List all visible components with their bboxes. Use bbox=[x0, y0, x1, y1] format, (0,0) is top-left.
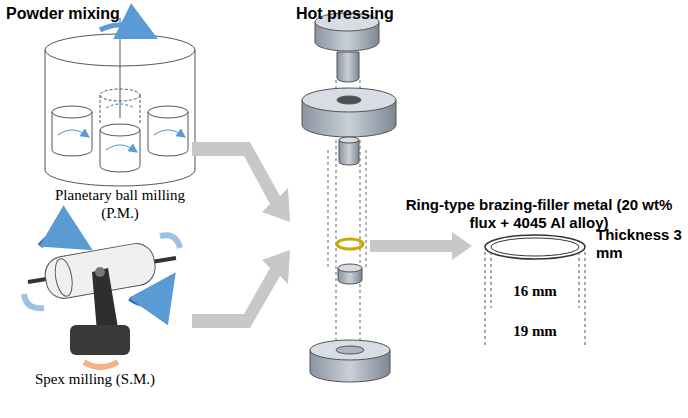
hot-press-die bbox=[302, 13, 396, 382]
section-heading: Powder mixing bbox=[6, 4, 156, 23]
dimension-label: 19 mm bbox=[486, 322, 584, 340]
planetary-mill bbox=[45, 18, 195, 186]
flow-arrow bbox=[192, 142, 472, 328]
section-heading: Hot pressing bbox=[296, 4, 436, 23]
dimension-label: 16 mm bbox=[492, 282, 578, 300]
method-caption: Spex milling (S.M.) bbox=[30, 370, 160, 388]
ring-filler-metal bbox=[485, 235, 585, 348]
spex-mill bbox=[24, 234, 180, 367]
method-caption: Planetary ball milling (P.M.) bbox=[40, 186, 200, 222]
dimension-label: Thickness 3 mm bbox=[596, 226, 682, 262]
